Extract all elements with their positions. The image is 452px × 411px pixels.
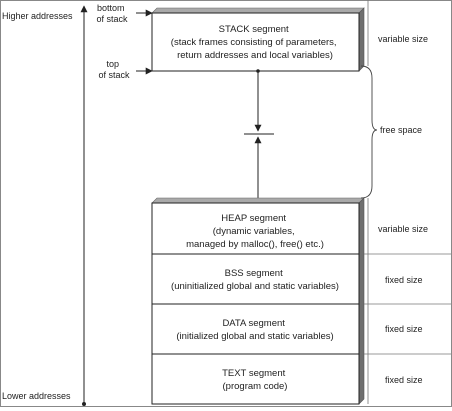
stack-segment-top-face xyxy=(151,7,365,14)
axis-origin-dot xyxy=(82,402,86,406)
free-space-brace xyxy=(360,65,378,199)
text-segment-front xyxy=(151,353,360,405)
stack-segment-front xyxy=(151,12,360,72)
heap-segment-line-3: managed by malloc(), free() etc.) xyxy=(186,239,324,250)
bottom-of-stack-label: bottom of stack xyxy=(96,3,128,24)
text-segment-text: TEXT segment (program code) xyxy=(222,368,288,392)
lower-segments-side-face xyxy=(358,197,365,405)
stack-size-label: variable size xyxy=(378,34,428,44)
bss-size-label: fixed size xyxy=(385,275,423,285)
text-segment-line-1: TEXT segment xyxy=(222,368,286,379)
free-space-label: free space xyxy=(380,125,422,135)
data-segment-front xyxy=(151,303,360,355)
stack-arrow-origin-dot xyxy=(256,69,260,73)
data-segment-line-2: (initialized global and static variables… xyxy=(176,331,333,342)
stack-segment-line-1: STACK segment xyxy=(219,24,289,35)
heap-segment-text: HEAP segment (dynamic variables, managed… xyxy=(186,213,324,250)
heap-size-label: variable size xyxy=(378,224,428,234)
stack-segment-line-3: return addresses and local variables) xyxy=(177,50,333,61)
lower-addresses-label: Lower addresses xyxy=(2,391,71,401)
heap-segment-top-face xyxy=(151,197,365,204)
stack-segment-line-2: (stack frames consisting of parameters, xyxy=(171,37,337,48)
heap-segment-front xyxy=(151,202,360,255)
heap-segment-line-1: HEAP segment xyxy=(221,213,286,224)
bss-segment-line-2: (uninitialized global and static variabl… xyxy=(171,281,339,292)
heap-segment-line-2: (dynamic variables, xyxy=(213,226,295,237)
stack-segment-side-face xyxy=(358,7,365,72)
bss-segment-text: BSS segment (uninitialized global and st… xyxy=(171,268,339,292)
bss-segment-front xyxy=(151,253,360,305)
higher-addresses-label: Higher addresses xyxy=(2,11,73,21)
top-of-stack-line-2: of stack xyxy=(98,70,130,80)
stack-segment: STACK segment (stack frames consisting o… xyxy=(151,7,365,72)
data-segment-text: DATA segment (initialized global and sta… xyxy=(176,318,333,342)
top-of-stack-label: top of stack xyxy=(98,59,130,80)
data-segment-line-1: DATA segment xyxy=(222,318,285,329)
stack-segment-text: STACK segment (stack frames consisting o… xyxy=(171,24,339,61)
lower-segments: HEAP segment (dynamic variables, managed… xyxy=(151,197,365,405)
bottom-of-stack-line-1: bottom xyxy=(97,3,125,13)
text-segment-line-2: (program code) xyxy=(223,381,288,392)
bottom-of-stack-line-2: of stack xyxy=(96,14,128,24)
bss-segment-line-1: BSS segment xyxy=(225,268,283,279)
top-of-stack-line-1: top xyxy=(106,59,119,69)
data-size-label: fixed size xyxy=(385,324,423,334)
text-size-label: fixed size xyxy=(385,375,423,385)
